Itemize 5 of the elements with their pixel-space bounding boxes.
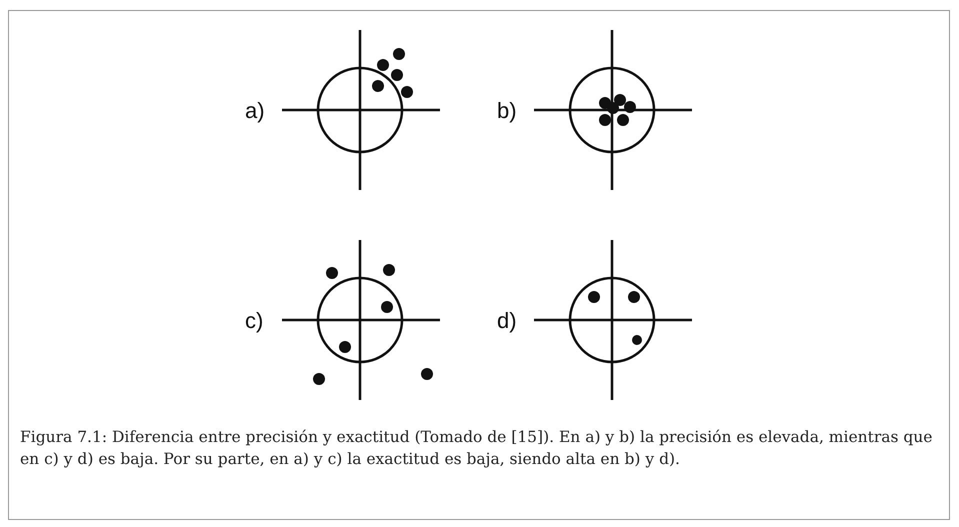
panel-label: a) <box>245 98 265 124</box>
panel-label: b) <box>497 98 517 124</box>
figure-caption: Figura 7.1: Diferencia entre precisión y exactitud (Tomado de [15]). En a) y b) la precisión es elevada, mientras que en c) y d) es baja. Por su parte, en a) y c) la exactitud es baja, siendo alta en b) y d). <box>20 427 934 470</box>
panel-label: d) <box>497 308 517 334</box>
panel-label: c) <box>245 308 264 334</box>
